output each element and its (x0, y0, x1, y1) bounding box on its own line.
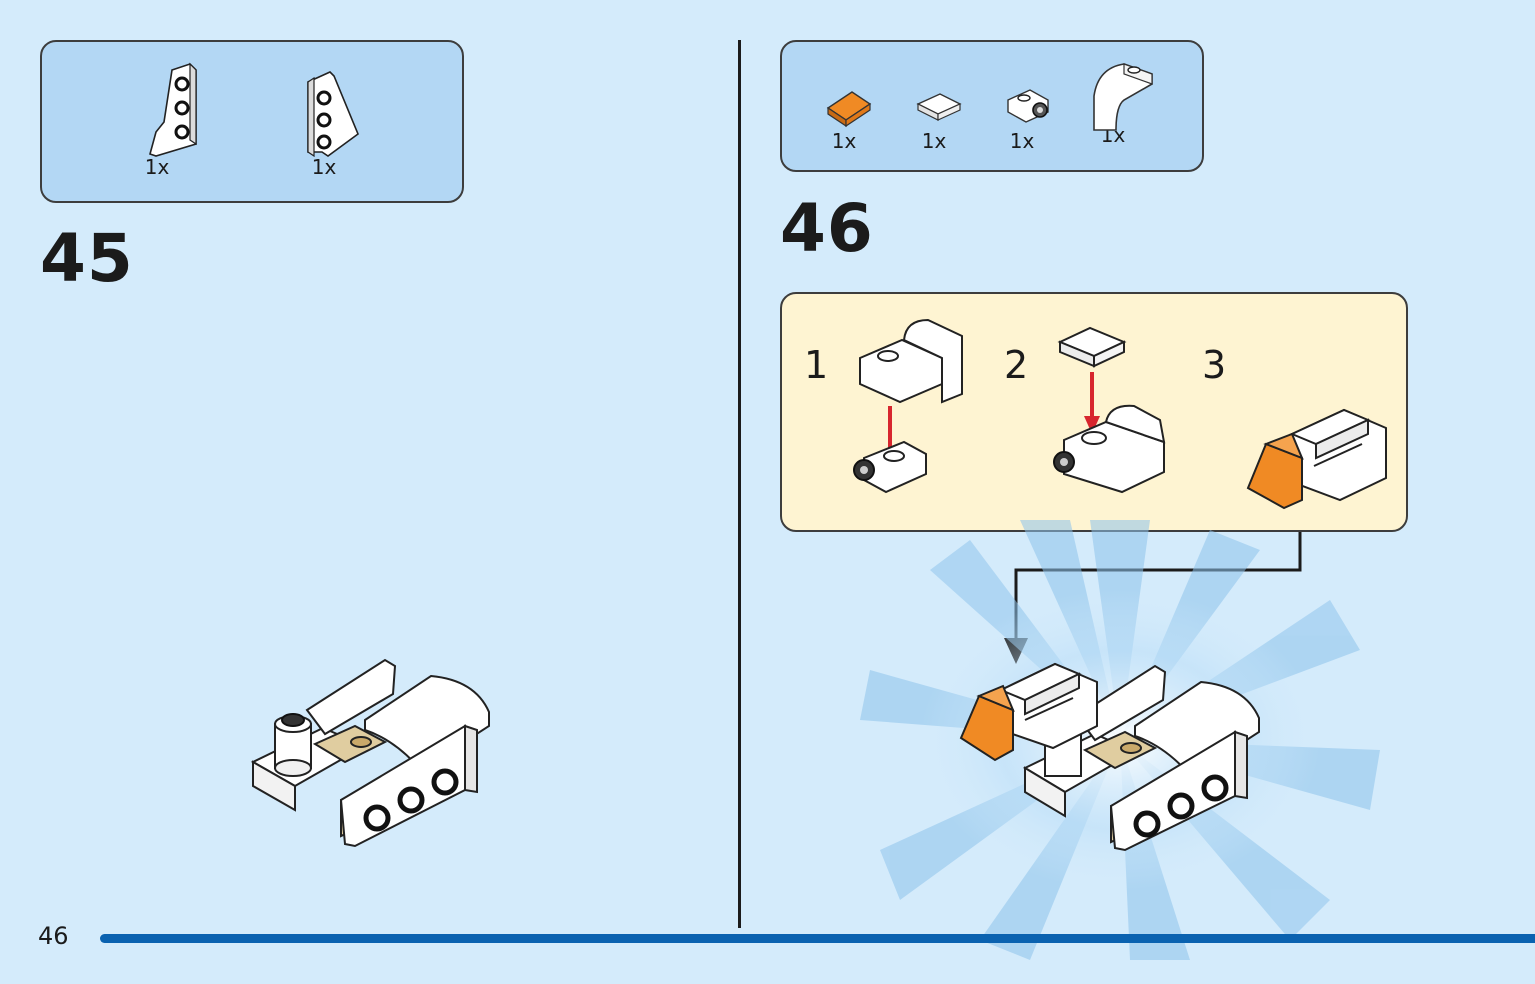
qty-label: 1x (921, 129, 947, 153)
bracket-plate-icon (1007, 89, 1049, 123)
step-46-number: 46 (780, 190, 874, 267)
part-wedge-plate-left: 1x (142, 62, 202, 178)
part-curved-slope: 1x (1088, 60, 1158, 146)
wedge-plate-left-icon (149, 62, 197, 157)
wedge-plate-right-icon (307, 71, 359, 158)
qty-label: 1x (831, 129, 857, 153)
step-45-parts-box: 1x 1x (40, 40, 464, 203)
substep-1-illustration (853, 318, 963, 494)
white-tile-icon (916, 93, 962, 121)
substeps-box: 1 2 3 (780, 292, 1408, 532)
orange-slope-icon (826, 91, 872, 128)
part-wedge-plate-right: 1x (300, 62, 360, 178)
step-45-model-illustration (250, 658, 490, 848)
qty-label: 1x (144, 155, 170, 179)
step-46-model-illustration (959, 662, 1260, 852)
qty-label: 1x (311, 155, 337, 179)
part-bracket-plate: 1x (1000, 78, 1056, 152)
curved-slope-icon (1093, 63, 1153, 131)
part-white-tile: 1x (912, 78, 968, 152)
qty-label: 1x (1009, 129, 1035, 153)
substep-1-number: 1 (804, 343, 829, 387)
footer-accent-bar (100, 934, 1535, 943)
substep-2-illustration (1053, 326, 1166, 494)
step-46-parts-box: 1x 1x 1x 1x (780, 40, 1204, 172)
substep-3-number: 3 (1202, 343, 1227, 387)
substep-2-number: 2 (1004, 343, 1029, 387)
page-divider (738, 40, 741, 928)
page-number: 46 (38, 922, 69, 950)
step-45-number: 45 (40, 220, 134, 297)
part-orange-slope: 1x (822, 78, 878, 152)
substep-3-illustration (1246, 408, 1387, 510)
